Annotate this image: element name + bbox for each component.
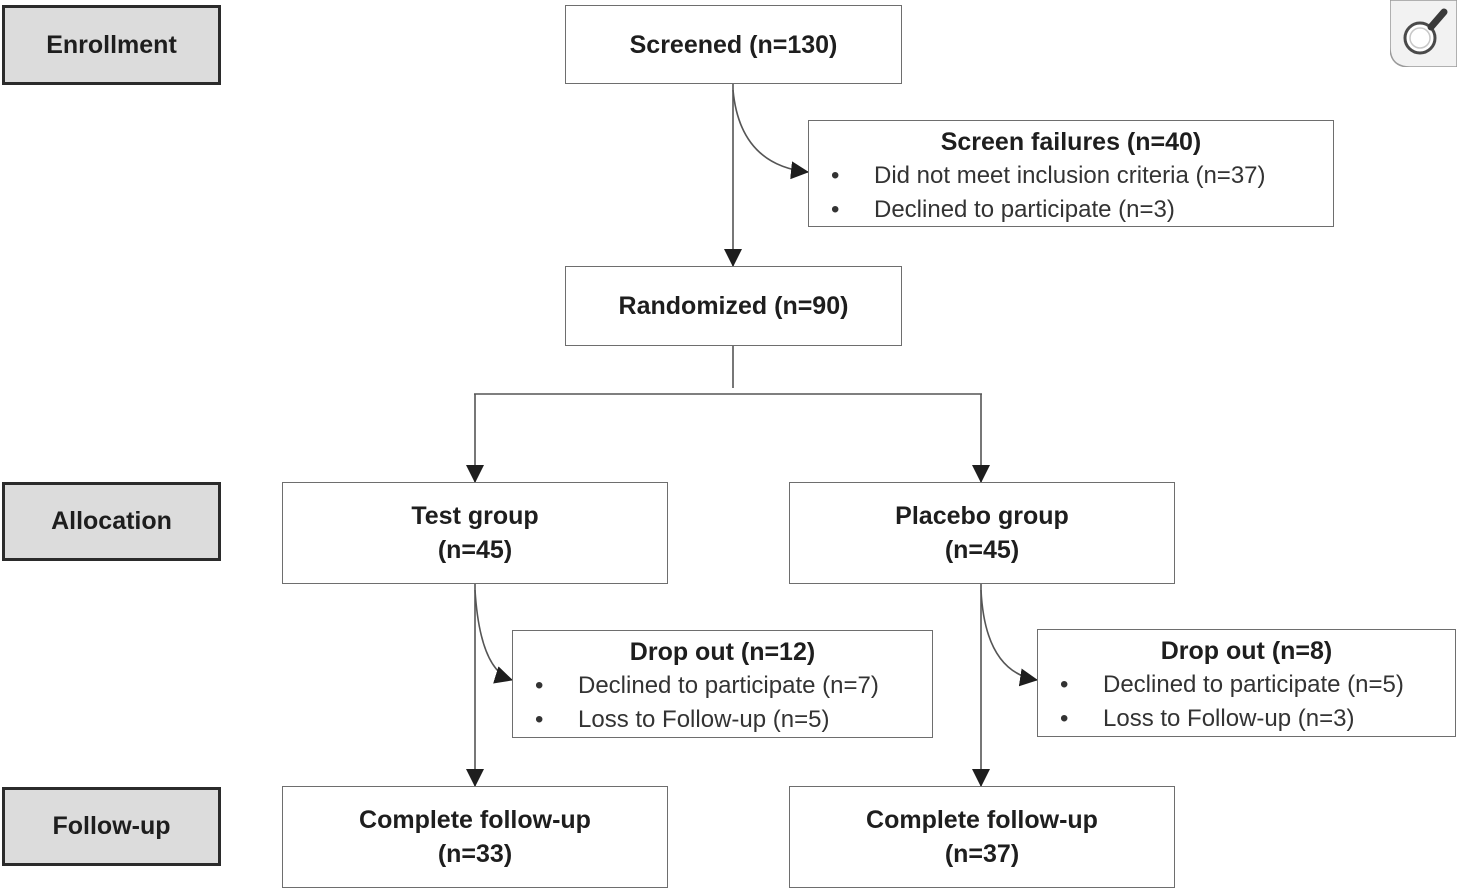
test-group-name: Test group xyxy=(411,502,539,530)
list-item: • Loss to Follow-up (n=3) xyxy=(1060,702,1455,736)
dropout-reason: Declined to participate (n=5) xyxy=(1103,671,1404,698)
list-item: • Loss to Follow-up (n=5) xyxy=(535,703,932,737)
stage-label-enrollment: Enrollment xyxy=(2,5,221,85)
placebo-complete-box: Complete follow-up (n=37) xyxy=(789,786,1175,888)
screened-label: Screened (n=130) xyxy=(629,30,838,59)
placebo-group-name: Placebo group xyxy=(895,502,1069,530)
list-item: • Declined to participate (n=7) xyxy=(535,669,932,703)
placebo-complete-count: (n=37) xyxy=(944,840,1020,868)
test-dropout-list: • Declined to participate (n=7) • Loss t… xyxy=(513,669,932,737)
bullet-icon: • xyxy=(1060,671,1069,698)
test-complete-label: Complete follow-up xyxy=(359,806,591,834)
dropout-reason: Loss to Follow-up (n=5) xyxy=(578,706,830,733)
stage-label-allocation: Allocation xyxy=(2,482,221,561)
bullet-icon: • xyxy=(831,196,840,223)
test-dropout-title: Drop out (n=12) xyxy=(629,638,816,666)
list-item: • Declined to participate (n=3) xyxy=(831,193,1333,227)
arrow-placebo-to-dropout xyxy=(980,589,1038,687)
randomized-box: Randomized (n=90) xyxy=(565,266,902,346)
screen-failures-list: • Did not meet inclusion criteria (n=37)… xyxy=(809,159,1333,227)
randomized-label: Randomized (n=90) xyxy=(618,292,849,320)
bullet-icon: • xyxy=(831,162,840,189)
list-item: • Declined to participate (n=5) xyxy=(1060,668,1455,702)
screened-box: Screened (n=130) xyxy=(565,5,902,84)
bullet-icon: • xyxy=(1060,705,1069,732)
dropout-reason: Declined to participate (n=7) xyxy=(578,672,879,699)
screen-failures-box: Screen failures (n=40) • Did not meet in… xyxy=(808,120,1334,227)
magnifier-icon[interactable] xyxy=(1389,0,1457,68)
bullet-icon: • xyxy=(535,672,544,699)
arrow-to-screen-failures xyxy=(732,89,809,180)
stage-label-follow-up: Follow-up xyxy=(2,787,221,866)
test-group-count: (n=45) xyxy=(437,536,513,564)
placebo-dropout-title: Drop out (n=8) xyxy=(1160,637,1333,665)
test-dropout-box: Drop out (n=12) • Declined to participat… xyxy=(512,630,933,738)
test-complete-count: (n=33) xyxy=(437,840,513,868)
bullet-icon: • xyxy=(535,706,544,733)
arrow-test-to-dropout xyxy=(474,589,513,684)
screen-failure-reason: Did not meet inclusion criteria (n=37) xyxy=(874,162,1266,189)
test-group-box: Test group (n=45) xyxy=(282,482,668,584)
placebo-dropout-box: Drop out (n=8) • Declined to participate… xyxy=(1037,629,1456,737)
test-complete-box: Complete follow-up (n=33) xyxy=(282,786,668,888)
screen-failure-reason: Declined to participate (n=3) xyxy=(874,196,1175,223)
placebo-complete-label: Complete follow-up xyxy=(866,806,1098,834)
list-item: • Did not meet inclusion criteria (n=37) xyxy=(831,159,1333,193)
screen-failures-title: Screen failures (n=40) xyxy=(940,128,1202,156)
placebo-group-box: Placebo group (n=45) xyxy=(789,482,1175,584)
dropout-reason: Loss to Follow-up (n=3) xyxy=(1103,705,1355,732)
placebo-dropout-list: • Declined to participate (n=5) • Loss t… xyxy=(1038,668,1455,736)
placebo-group-count: (n=45) xyxy=(944,536,1020,564)
